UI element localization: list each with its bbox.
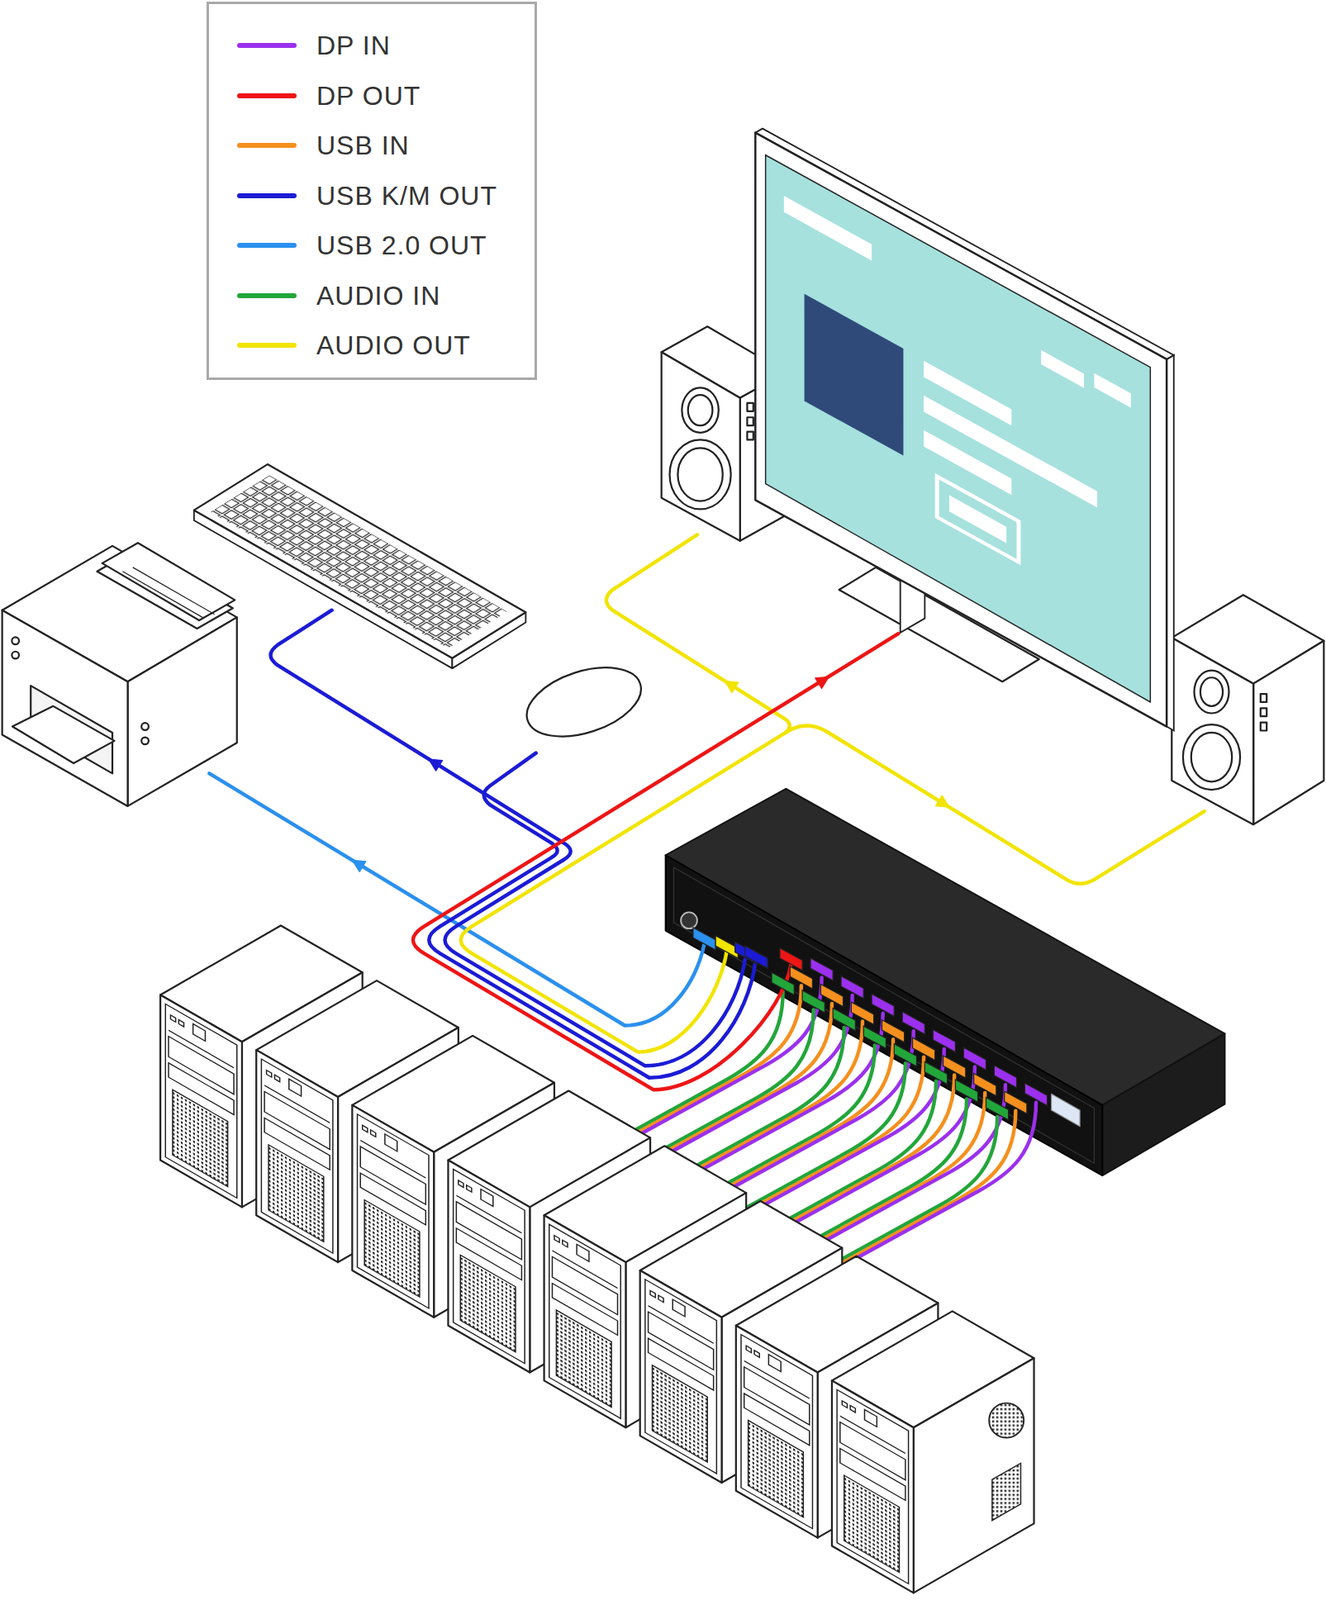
computers bbox=[160, 925, 1034, 1593]
usb-plug bbox=[1004, 1091, 1027, 1114]
mouse bbox=[518, 655, 650, 751]
legend-row: USB 2.0 OUT bbox=[209, 227, 535, 264]
keyboard bbox=[194, 464, 526, 669]
legend-row: USB IN bbox=[209, 127, 535, 164]
computer bbox=[831, 1311, 1035, 1593]
usb-plug bbox=[881, 1020, 904, 1043]
legend-label: AUDIO OUT bbox=[316, 327, 471, 364]
legend-swatch bbox=[237, 142, 297, 148]
usb-plug bbox=[693, 927, 716, 951]
usb-plug bbox=[943, 1055, 966, 1079]
dp-plug bbox=[1024, 1083, 1047, 1106]
usb-plug bbox=[850, 1002, 874, 1025]
monitor bbox=[755, 128, 1174, 732]
speaker bbox=[1171, 594, 1324, 825]
dp-plug bbox=[779, 948, 803, 971]
dp-plug bbox=[963, 1047, 986, 1070]
usb-plug bbox=[974, 1074, 997, 1097]
signal-arrows bbox=[351, 676, 950, 872]
dp-plug bbox=[841, 976, 864, 999]
printer bbox=[2, 542, 238, 807]
legend-swatch bbox=[237, 42, 297, 48]
legend-label: USB K/M OUT bbox=[316, 177, 498, 214]
legend-label: USB 2.0 OUT bbox=[316, 227, 488, 264]
legend-row: AUDIO OUT bbox=[209, 327, 535, 364]
legend-label: DP OUT bbox=[316, 77, 421, 115]
input-cable bbox=[816, 1102, 1037, 1281]
legend-swatch bbox=[237, 342, 297, 348]
legend-row: USB K/M OUT bbox=[209, 177, 535, 214]
legend-swatch bbox=[237, 242, 297, 248]
legend-swatch bbox=[237, 93, 297, 99]
legend-row: DP IN bbox=[209, 27, 535, 64]
dp-plug bbox=[871, 993, 894, 1017]
usb-plug bbox=[912, 1037, 936, 1060]
output-cables bbox=[209, 534, 1204, 1090]
cable-plugs bbox=[693, 927, 1048, 1121]
legend-label: AUDIO IN bbox=[316, 277, 441, 314]
usb-plug bbox=[745, 945, 768, 969]
legend-row: AUDIO IN bbox=[209, 277, 535, 314]
dp-plug bbox=[902, 1012, 925, 1035]
dp-plug bbox=[810, 958, 833, 981]
legend-swatch bbox=[237, 293, 297, 299]
usb-plug bbox=[820, 983, 843, 1007]
legend-label: USB IN bbox=[316, 127, 410, 164]
legend-box: DP IN DP OUT USB IN USB K/M OUT USB 2.0 OUT A… bbox=[206, 1, 538, 381]
legend-label: DP IN bbox=[316, 27, 391, 64]
legend-swatch bbox=[237, 193, 297, 199]
legend-row: DP OUT bbox=[209, 77, 535, 115]
dp-plug bbox=[993, 1065, 1017, 1089]
dp-plug bbox=[932, 1029, 956, 1052]
